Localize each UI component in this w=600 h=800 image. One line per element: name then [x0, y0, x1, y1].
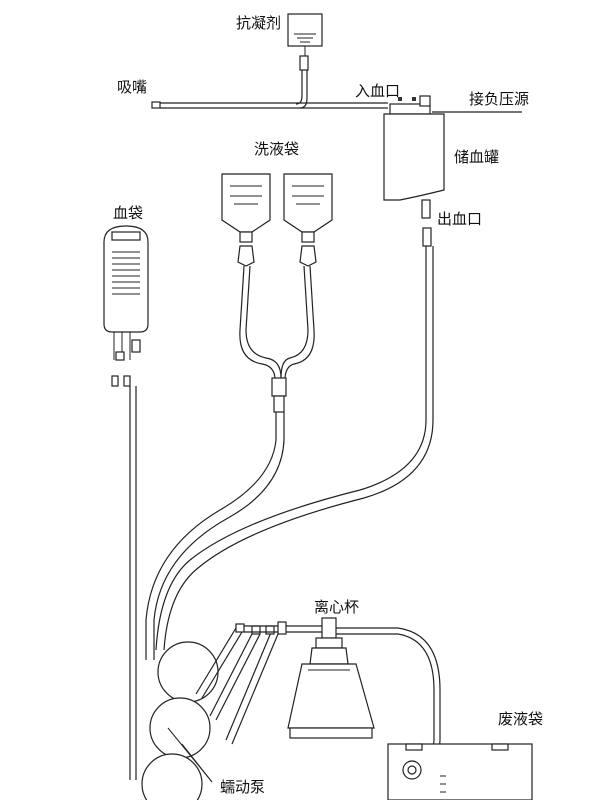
label-waste-bag: 废液袋	[498, 710, 544, 728]
anticoagulant-bag	[287, 13, 323, 71]
label-peristaltic-pump: 蠕动泵	[220, 778, 266, 796]
wash-bag-right	[283, 173, 333, 267]
label-negative-pressure: 接负压源	[469, 90, 530, 108]
label-blood-inlet: 入血口	[355, 82, 401, 100]
anticoagulant-line	[295, 70, 303, 105]
wash-bag-left	[221, 173, 271, 267]
wash-line-right	[284, 265, 315, 379]
label-anticoagulant: 抗凝剂	[236, 14, 282, 32]
label-centrifuge-bowl: 离心杯	[314, 598, 360, 616]
label-suction-tip: 吸嘴	[117, 78, 148, 96]
centrifuge-bowl	[287, 617, 375, 739]
label-reservoir: 储血罐	[454, 148, 500, 166]
wash-line-left	[239, 265, 276, 379]
label-wash-bags: 洗液袋	[254, 140, 300, 158]
label-blood-outlet: 出血口	[437, 210, 483, 228]
suction-line	[151, 97, 416, 109]
blood-bag	[103, 225, 149, 387]
label-blood-bag: 血袋	[113, 204, 144, 222]
waste-bag	[387, 743, 533, 800]
reservoir	[383, 95, 522, 247]
outlet-line	[155, 246, 427, 651]
peristaltic-pump	[141, 623, 279, 800]
